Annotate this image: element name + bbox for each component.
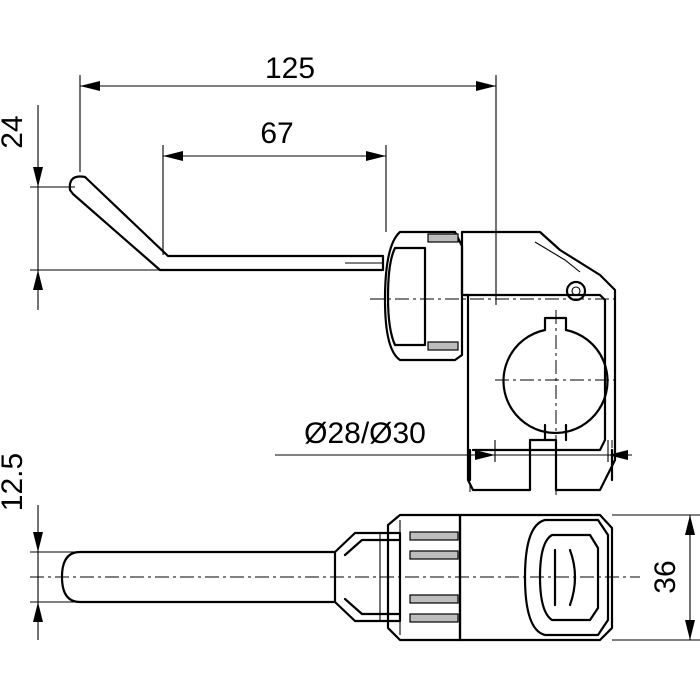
- cam-tab-bottom: [427, 341, 459, 351]
- dimension-lever-offset-bottom: 12.5: [0, 453, 80, 640]
- plan-view: [30, 513, 640, 642]
- pivot-pin-inner: [571, 286, 581, 296]
- dim-label-36: 36: [649, 560, 682, 593]
- cam-tab-top: [427, 233, 459, 243]
- plan-tab-3: [409, 594, 459, 604]
- plan-tab-2: [409, 550, 459, 560]
- bore-slot-bottom: [543, 423, 568, 442]
- dim-label-67: 67: [260, 117, 293, 150]
- cam-cap-side: [383, 230, 464, 362]
- tube-bore-side: [502, 328, 609, 434]
- lever-head-inner: [538, 533, 600, 622]
- dimension-overall-length: 125: [79, 52, 497, 305]
- dim-label-diameter: Ø28/Ø30: [304, 417, 426, 450]
- dimension-lever-offset-height: 24: [0, 105, 345, 310]
- clamp-body-plan: [458, 513, 614, 642]
- cam-edge: [534, 241, 581, 273]
- dim-label-24: 24: [0, 115, 29, 148]
- plan-tab-1: [409, 531, 459, 541]
- dim-label-125: 125: [265, 52, 315, 85]
- clamp-body-side: [460, 230, 617, 492]
- side-view: [68, 175, 620, 495]
- lever-head-plan: [523, 518, 610, 637]
- dimension-clamp-width: 36: [612, 514, 700, 641]
- clamp-upper-contour: [463, 293, 607, 452]
- lever-rod-side: [68, 175, 385, 272]
- dimension-lever-length: 67: [162, 117, 387, 255]
- pivot-pin-outer: [565, 280, 587, 302]
- dimension-tube-diameter: Ø28/Ø30: [275, 417, 632, 462]
- cam-inner-side: [386, 246, 427, 347]
- plan-tab-4: [409, 613, 459, 623]
- dim-label-12-5: 12.5: [0, 453, 29, 511]
